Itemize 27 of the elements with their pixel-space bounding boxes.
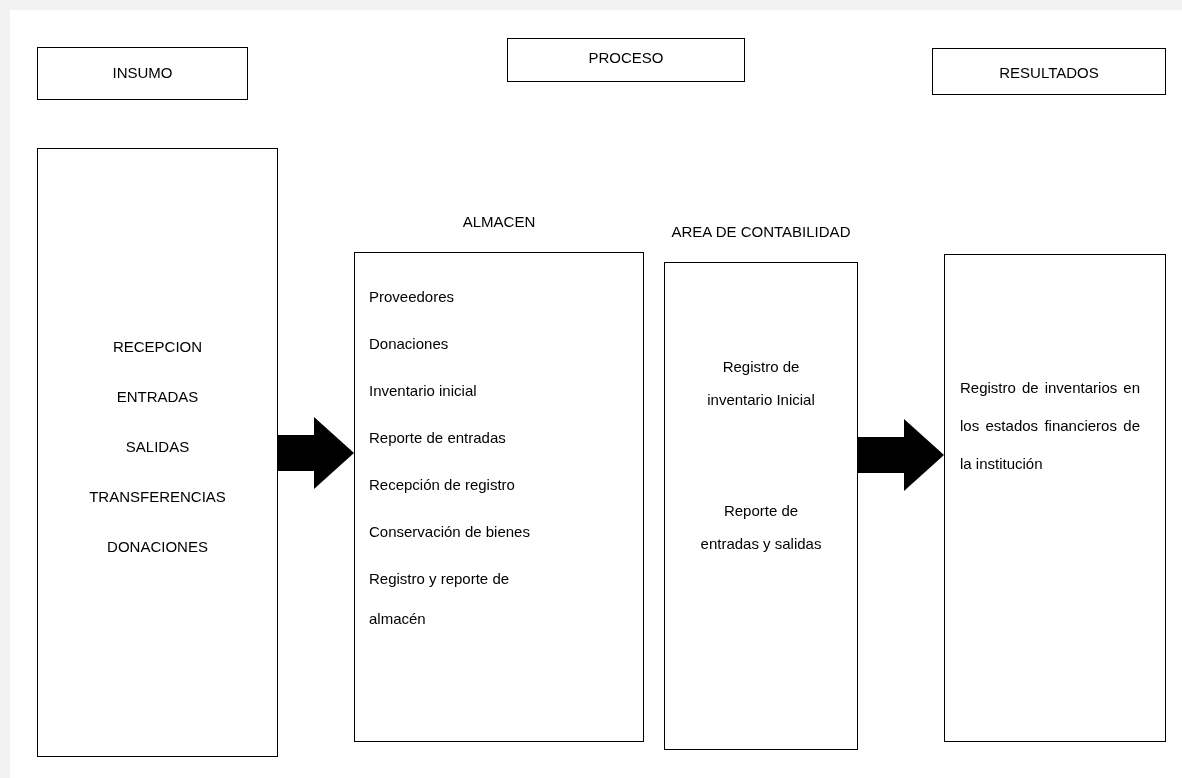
column-heading: ALMACEN xyxy=(461,212,537,232)
header-label: RESULTADOS xyxy=(999,64,1099,81)
header-box xyxy=(932,48,1166,95)
header-label: INSUMO xyxy=(112,64,173,81)
block-arrow xyxy=(858,419,944,491)
item-text: Proveedores xyxy=(369,287,456,307)
item-text: ENTRADAS xyxy=(116,388,199,405)
content-box xyxy=(37,148,278,757)
header-box xyxy=(37,47,248,100)
item-text: Registro de inventarios en los estados financieros de la institución xyxy=(960,378,1140,474)
item-text: Reporte de entradas xyxy=(369,428,507,448)
item-text: Registro y reporte de almacén xyxy=(369,569,511,629)
item-text: Recepción de registro xyxy=(369,475,516,495)
item-text: Conservación de bienes xyxy=(369,522,531,542)
item-text: TRANSFERENCIAS xyxy=(89,488,226,505)
header-box xyxy=(507,38,745,82)
column-heading: AREA DE CONTABILIDAD xyxy=(671,222,851,242)
item-text: Donaciones xyxy=(369,334,450,354)
item-text: RECEPCION xyxy=(112,338,203,355)
item-text: Inventario inicial xyxy=(369,381,478,401)
item-text: DONACIONES xyxy=(107,538,208,555)
block-arrow xyxy=(278,417,354,489)
item-text: Reporte de entradas y salidas xyxy=(699,501,823,554)
item-text: SALIDAS xyxy=(125,438,190,455)
item-text: Registro de inventario Inicial xyxy=(706,357,816,410)
header-label: PROCESO xyxy=(588,49,664,66)
content-box xyxy=(944,254,1166,742)
